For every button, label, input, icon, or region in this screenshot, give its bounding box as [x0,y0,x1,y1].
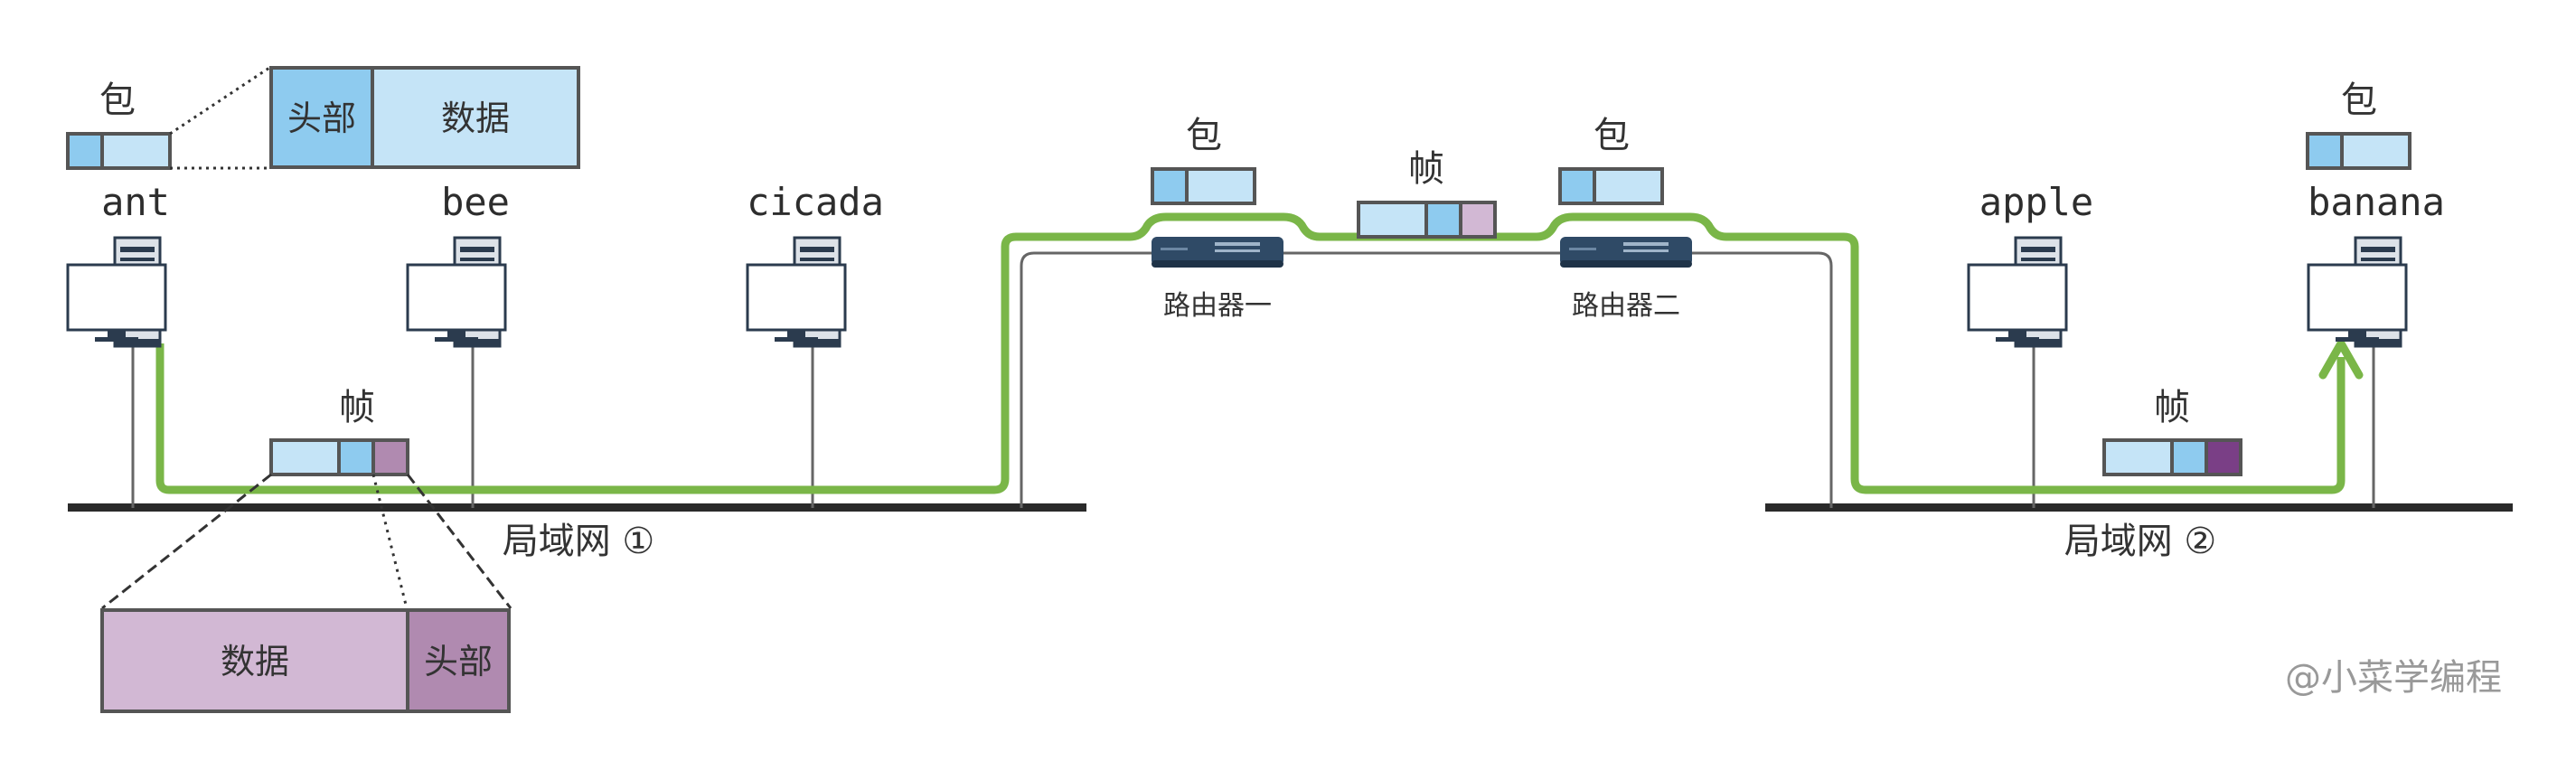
host-banana[interactable]: banana [2307,180,2445,348]
host-label-cicada: cicada [747,180,884,224]
host-label-banana: banana [2308,180,2445,224]
frame-header-cell [406,608,511,713]
router-two[interactable]: 路由器二 [1560,237,1692,322]
frame-between-routers [1357,201,1497,239]
host-apple[interactable]: apple [1967,180,2093,348]
frame-lan2 [2102,438,2242,476]
packet-label-r2: 包 [1594,115,1630,156]
router-wire [1020,251,1833,508]
host-ant[interactable]: ant [66,180,170,348]
host-bee[interactable]: bee [406,180,510,348]
router-two-label: 路由器二 [1572,290,1680,322]
lan2-label: 局域网 ② [2064,521,2217,562]
packet-label-ant: 包 [99,80,136,121]
frame-data-text: 数据 [221,642,289,681]
watermark: @小菜学编程 [2285,657,2502,699]
router-one[interactable]: 路由器一 [1152,237,1283,322]
frame-data-cell [100,608,409,713]
packet-label-r1: 包 [1186,115,1222,156]
drop-lines [131,339,2375,508]
packet-header-cell [269,66,374,169]
frame-lan1 [269,438,409,476]
lan1-bus [68,503,1086,512]
packet-r2 [1558,167,1664,205]
frame-header-text: 头部 [424,642,493,681]
frame-exploded: 数据 头部 [100,608,511,713]
packet-ant [66,132,172,170]
frame-label-lan2: 帧 [2154,387,2190,428]
host-cicada[interactable]: cicada [746,180,884,348]
frame-label-between: 帧 [1408,148,1444,190]
host-label-bee: bee [441,180,510,224]
host-label-ant: ant [101,180,170,224]
lan1-label: 局域网 ① [503,521,655,562]
packet-exploded: 头部 数据 [269,66,580,169]
frame-label-lan1: 帧 [339,387,375,428]
packet-banana [2306,132,2411,170]
lan2-bus [1765,503,2513,512]
packet-data-text: 数据 [441,99,510,138]
frame-zoom-lines [101,473,512,610]
packet-header-text: 头部 [287,99,356,138]
router-one-label: 路由器一 [1163,290,1272,322]
host-label-apple: apple [1979,180,2093,224]
packet-data-cell [371,66,580,169]
route-arrowhead [2318,339,2364,380]
packet-r1 [1151,167,1256,205]
packet-label-banana: 包 [2341,80,2377,121]
packet-zoom-lines [169,66,270,170]
